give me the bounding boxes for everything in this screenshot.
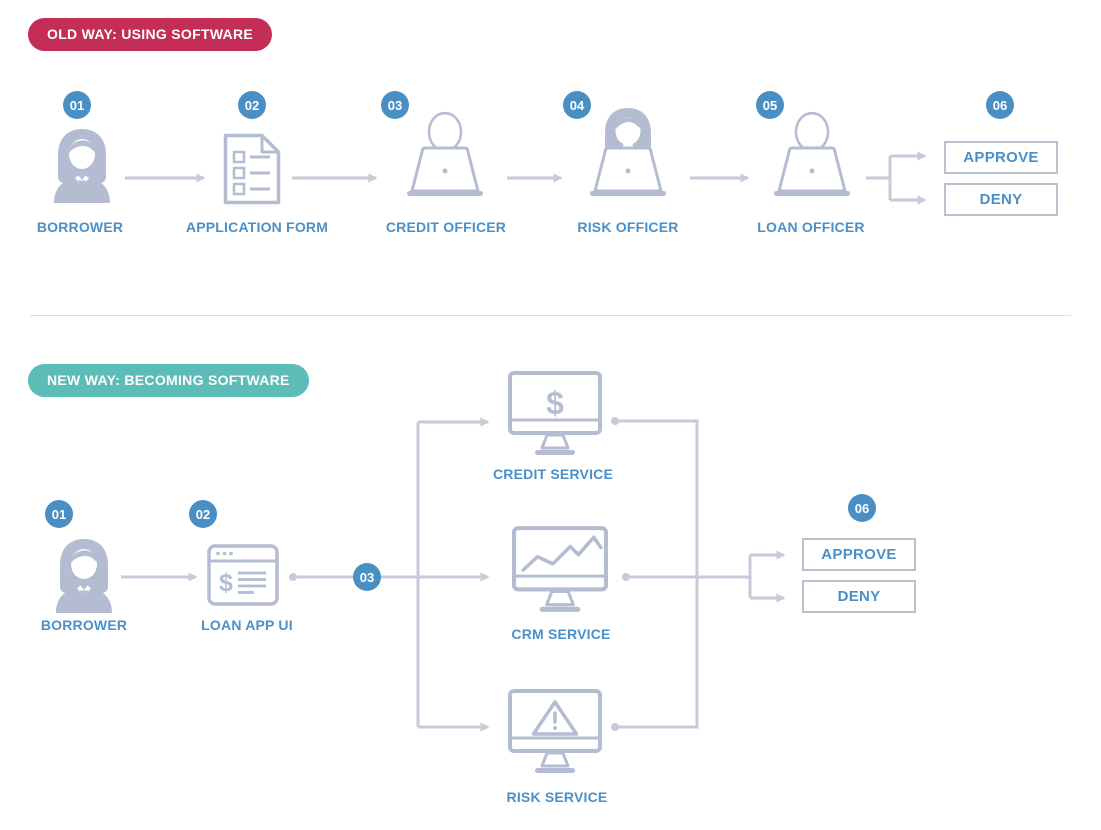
step-number-badge: 05 [756,91,784,119]
man-at-laptop-icon [407,111,483,196]
step-number-badge: 01 [63,91,91,119]
service-label: CREDIT SERVICE [492,466,614,482]
document-checklist-icon [223,133,281,205]
deny-box: DENY [802,580,916,613]
step-number-badge: 04 [563,91,591,119]
service-label: RISK SERVICE [506,789,608,805]
deny-box: DENY [944,183,1058,216]
man-at-laptop-icon [774,111,850,196]
woman-person-icon [56,539,112,613]
step-number-badge: 03 [381,91,409,119]
monitor-chart-icon [512,526,608,612]
old-way-badge: OLD WAY: USING SOFTWARE [28,18,273,51]
woman-person-icon [54,129,110,203]
step-label: LOAN OFFICER [757,219,865,235]
step-label: RISK OFFICER [577,219,679,235]
step-label: BORROWER [40,617,128,633]
step-number-badge: 06 [986,91,1014,119]
svg-text:$: $ [219,569,233,597]
step-label: LOAN APP UI [201,617,293,633]
old-way-arrows [125,151,927,205]
step-number-badge: 03 [353,563,381,591]
monitor-dollar-icon: $ [508,371,602,455]
step-number-badge: 01 [45,500,73,528]
step-label: APPLICATION FORM [185,219,329,235]
new-way-badge: NEW WAY: BECOMING SOFTWARE [28,364,309,397]
step-label: BORROWER [36,219,124,235]
approve-box: APPROVE [802,538,916,571]
service-label: CRM SERVICE [511,626,611,642]
woman-at-laptop-icon [590,108,666,196]
step-number-badge: 02 [189,500,217,528]
step-number-badge: 02 [238,91,266,119]
step-number-badge: 06 [848,494,876,522]
app-window-icon: $ [207,544,279,606]
step-label: CREDIT OFFICER [385,219,507,235]
section-divider [30,315,1071,316]
monitor-alert-icon [508,689,602,773]
approve-box: APPROVE [944,141,1058,174]
svg-text:$: $ [546,385,564,421]
